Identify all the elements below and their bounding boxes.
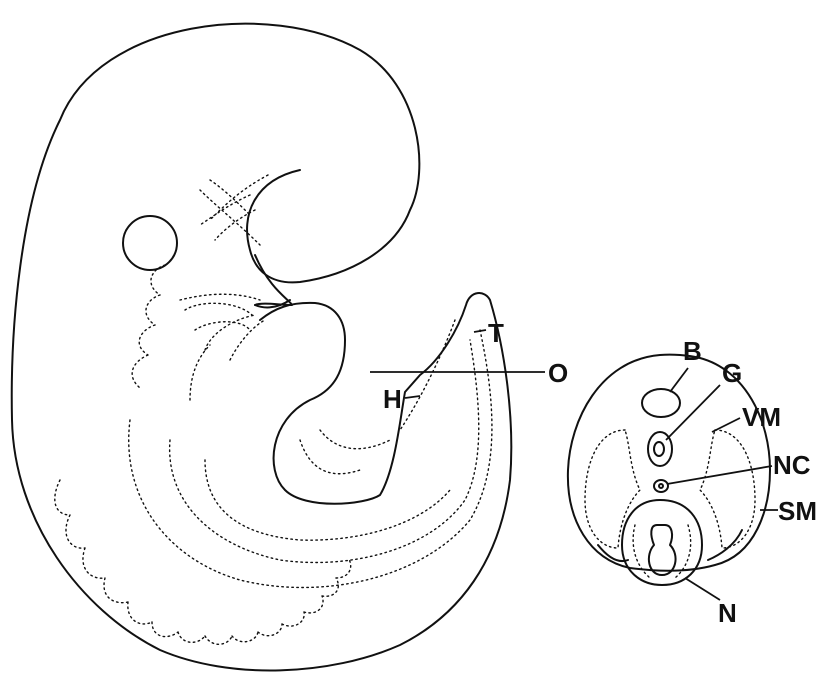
neural-tube [622,500,702,585]
leader-b [670,368,688,392]
label-sm: SM [778,496,817,526]
left-mesoderm [585,430,640,548]
eye-icon [123,216,177,270]
brain-dotted-lines [200,175,268,245]
hindgut-leader [405,396,420,398]
label-o: O [548,358,568,388]
cross-section-view: B G VM NC SM N [568,336,817,628]
g-structure-inner [654,442,664,456]
neural-tube-dotted [129,330,492,588]
label-nc: NC [773,450,811,480]
embryo-outline [12,24,512,671]
label-vm: VM [742,402,781,432]
heart-dotted [185,303,265,400]
leader-n [685,578,720,600]
label-h: H [383,384,402,414]
leader-vm [712,418,740,432]
nc-center [659,484,663,488]
label-g: G [722,358,742,388]
tail-leader [474,330,486,332]
b-structure [642,389,680,417]
label-t: T [488,318,504,348]
label-b: B [683,336,702,366]
embryo-lateral-view: T O H [12,24,568,671]
neural-tube-lumen [649,525,676,575]
pharyngeal-arches [132,265,260,388]
leader-nc [667,466,772,484]
right-mesoderm [700,430,755,548]
label-n: N [718,598,737,628]
nc-structure [654,480,668,492]
hindgut-dotted [300,320,455,474]
